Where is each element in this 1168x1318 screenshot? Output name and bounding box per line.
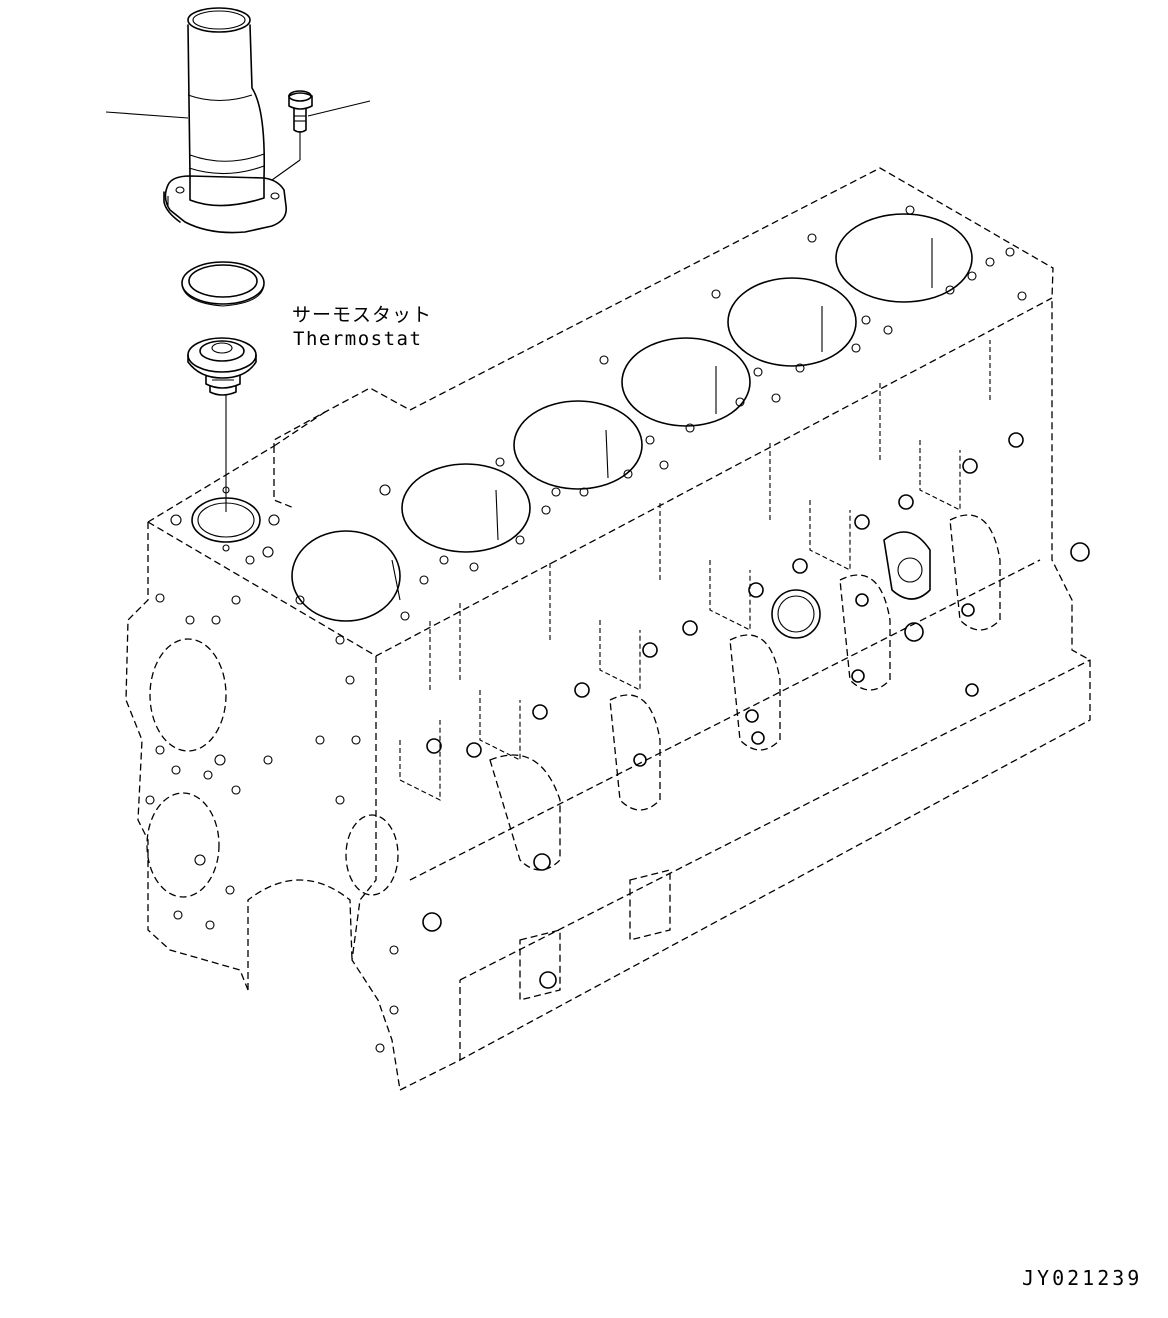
- bearing-caps: [489, 514, 1001, 1001]
- water-outlet-pipe-icon: [163, 7, 288, 234]
- thermostat-label-jp: サーモスタット: [292, 304, 433, 326]
- thermostat-icon: [187, 337, 257, 396]
- thermostat-label-en: Thermostat: [293, 328, 423, 350]
- cylinder-block-icon: [125, 167, 1091, 1091]
- front-holes: [145, 555, 399, 1053]
- cylinder-bores: [291, 213, 973, 622]
- gasket-ring-icon: [181, 261, 265, 307]
- drawing-number: JY021239: [1022, 1266, 1143, 1290]
- block-ribs: [399, 340, 991, 801]
- deck-holes: [170, 205, 1027, 645]
- bolt-icon: [288, 90, 313, 133]
- side-bolts: [422, 432, 1090, 989]
